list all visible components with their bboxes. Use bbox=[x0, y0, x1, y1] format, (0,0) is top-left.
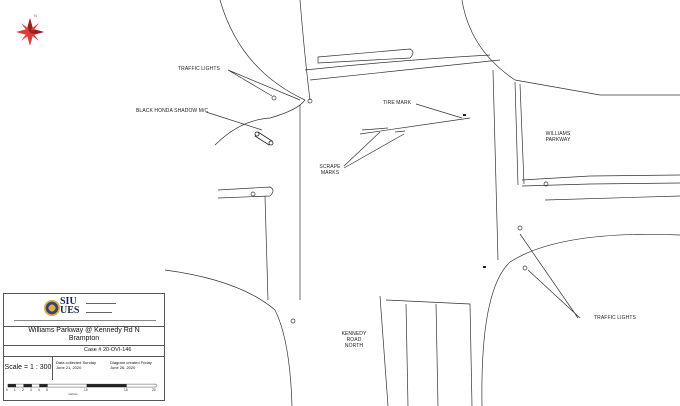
curb-nw bbox=[219, 0, 311, 101]
label-tire-mark: TIRE MARK bbox=[383, 100, 412, 106]
road-north-edge bbox=[309, 59, 501, 81]
road-east-edge2 bbox=[519, 83, 525, 185]
svg-text:N: N bbox=[34, 13, 37, 18]
label-black-honda: BLACK HONDA SHADOW M/C bbox=[136, 108, 209, 114]
road-south-lane2 bbox=[405, 303, 409, 406]
data-collected-line1: Data collected Sunday bbox=[56, 360, 97, 365]
scale-tick: 5 bbox=[46, 388, 48, 392]
signal-pole bbox=[517, 225, 523, 231]
label-traffic-lights-top: TRAFFIC LIGHTS bbox=[178, 66, 220, 72]
data-collected: Data collected Sunday June 21, 2020 bbox=[56, 360, 96, 370]
scale-bar bbox=[7, 383, 157, 388]
signal-pole bbox=[271, 95, 277, 101]
label-scrape-marks: SCRAPE MARKS bbox=[314, 164, 346, 176]
scale-tick: 4 bbox=[38, 388, 40, 392]
scale-tick: 1 bbox=[14, 388, 16, 392]
label-scrape-line1: SCRAPE bbox=[319, 164, 341, 170]
curb-nw-arc bbox=[214, 99, 306, 146]
tire-mark bbox=[359, 117, 471, 135]
leader-honda bbox=[205, 111, 263, 131]
label-kennedy-line2: ROAD bbox=[346, 337, 362, 343]
signal-pole bbox=[250, 191, 256, 197]
scale-text: Scale = 1 : 300 bbox=[4, 356, 53, 380]
scale-ticks: 0 1 2 3 4 5 10 15 20 metres bbox=[4, 388, 164, 396]
road-v2 bbox=[492, 69, 499, 261]
data-collected-line2: June 21, 2020 bbox=[56, 365, 82, 370]
logo-tagline bbox=[14, 318, 156, 322]
logo-second: UES bbox=[60, 305, 80, 316]
signal-pole bbox=[522, 265, 528, 271]
label-kennedy-line3: NORTH bbox=[344, 343, 364, 349]
siu-ues-logo: SIU UES bbox=[60, 296, 80, 316]
label-kennedy-road-north: KENNEDY ROAD NORTH bbox=[336, 331, 372, 349]
leader-tire bbox=[415, 103, 463, 119]
diagram-created: Diagram created Friday June 26, 2020 bbox=[110, 360, 152, 370]
leader-tl-top bbox=[227, 69, 301, 101]
median-north bbox=[317, 48, 414, 64]
diagram-title-line2: Brampton bbox=[68, 334, 100, 342]
curb-ne bbox=[461, 0, 680, 96]
road-south-lane bbox=[435, 303, 439, 406]
signal-pole bbox=[543, 181, 549, 187]
case-number-row: Case # 20-OVI-146 bbox=[4, 344, 164, 357]
leader-scrape bbox=[343, 131, 405, 169]
scrape-mark2 bbox=[394, 130, 406, 133]
motorcycle-icon bbox=[254, 131, 274, 146]
scale-unit: metres bbox=[68, 392, 78, 396]
logo-subtext bbox=[86, 300, 146, 313]
label-williams-line2: PARKWAY bbox=[545, 137, 571, 143]
signal-pole bbox=[307, 98, 313, 104]
scale-tick: 20 bbox=[152, 388, 156, 392]
signal-pole bbox=[290, 318, 296, 324]
road-south-edge bbox=[379, 295, 389, 406]
logo-area: SIU UES bbox=[4, 294, 164, 327]
scale-tick: 3 bbox=[30, 388, 32, 392]
label-scrape-line2: MARKS bbox=[320, 170, 340, 176]
logo-seal-icon bbox=[44, 300, 60, 316]
road-west-edge bbox=[264, 195, 269, 301]
signal-head bbox=[483, 266, 486, 268]
scale-tick: 10 bbox=[84, 388, 88, 392]
road-north-lane bbox=[304, 54, 491, 71]
median-east bbox=[521, 174, 680, 187]
diagram-title-line1: Williams Parkway @ Kennedy Rd N bbox=[28, 327, 140, 334]
road-south-median bbox=[385, 299, 473, 406]
scrape-mark1 bbox=[361, 127, 389, 131]
logo-main: SIU bbox=[60, 296, 77, 307]
road-east-edge3 bbox=[544, 195, 680, 201]
scale-tick: 0 bbox=[6, 388, 8, 392]
diagram-created-line2: June 26, 2020 bbox=[110, 365, 136, 370]
signal-head bbox=[463, 114, 466, 116]
curb-se bbox=[481, 233, 680, 406]
leader-tl-bottom bbox=[519, 233, 581, 319]
road-east-edge1 bbox=[514, 81, 519, 186]
scale-tick: 2 bbox=[22, 388, 24, 392]
label-traffic-lights-bottom: TRAFFIC LIGHTS bbox=[594, 315, 636, 321]
scale-tick: 15 bbox=[124, 388, 128, 392]
label-williams-parkway: WILLIAMS PARKWAY bbox=[540, 131, 576, 143]
label-williams-line1: WILLIAMS bbox=[545, 131, 571, 137]
title-block: SIU UES Williams Parkway @ Kennedy Rd N … bbox=[3, 293, 165, 401]
case-number: Case # 20-OVI-146 bbox=[84, 347, 132, 353]
dates-cell: Data collected Sunday June 21, 2020 Diag… bbox=[52, 356, 164, 380]
curb-sw bbox=[164, 269, 293, 406]
diagram-created-line1: Diagram created Friday bbox=[110, 360, 152, 365]
label-kennedy-line1: KENNEDY bbox=[341, 331, 367, 337]
diagram-title: Williams Parkway @ Kennedy Rd N Brampton bbox=[4, 326, 164, 346]
median-west bbox=[217, 186, 274, 199]
compass-rose-icon: N bbox=[16, 13, 44, 46]
